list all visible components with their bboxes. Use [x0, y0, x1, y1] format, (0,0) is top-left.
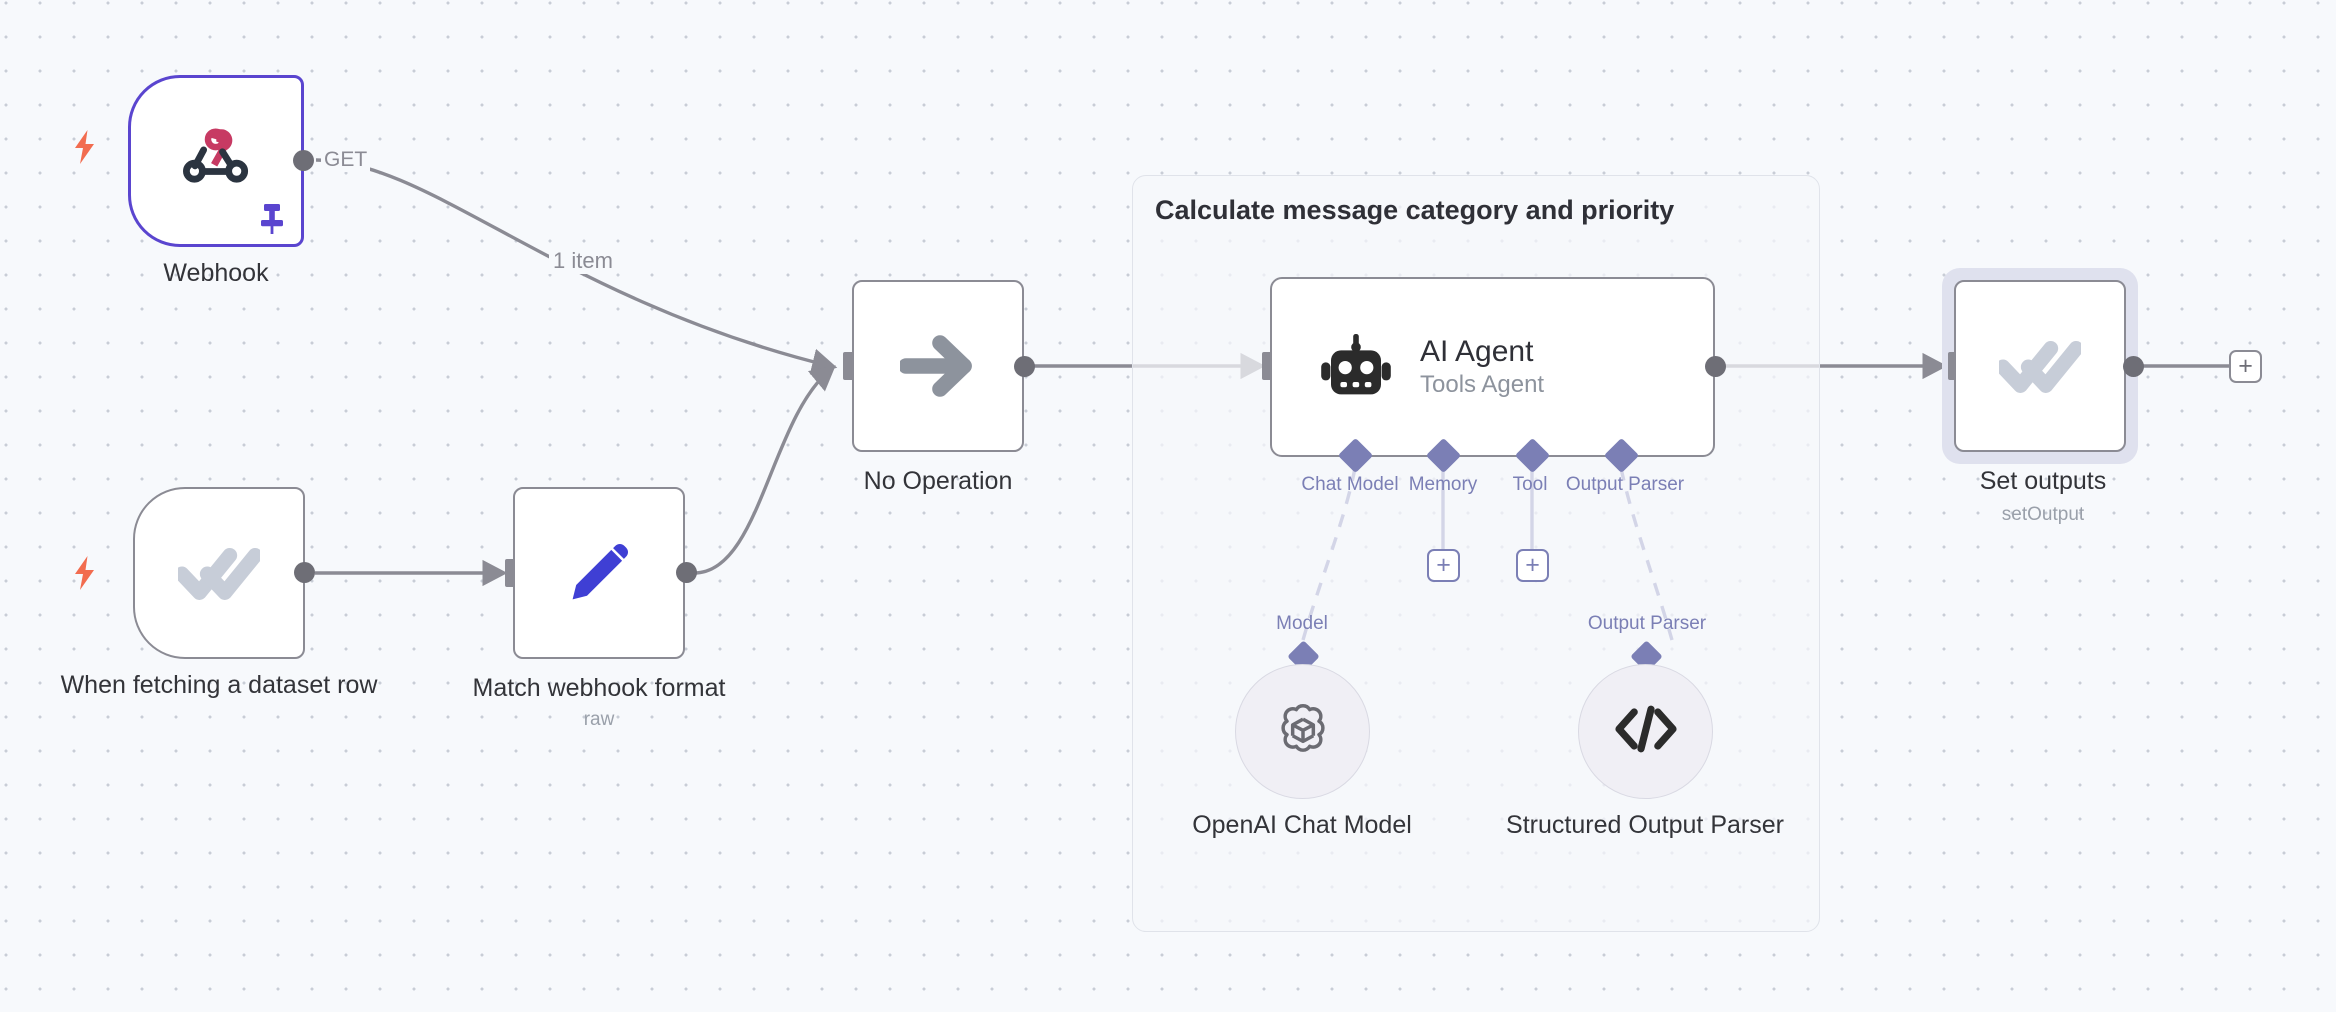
match-webhook-output-port[interactable] — [676, 562, 697, 583]
node-label-structured-output-parser: Structured Output Parser — [1506, 811, 1784, 839]
sub-connection-label-output-parser: Output Parser — [1587, 613, 1707, 634]
robot-icon — [1320, 334, 1392, 400]
webhook-output-port[interactable] — [293, 150, 314, 171]
node-sublabel-ai-agent: Tools Agent — [1420, 371, 1545, 398]
add-node-button[interactable]: + — [2229, 350, 2262, 383]
node-label-set-outputs: Set outputs — [1979, 467, 2107, 495]
sub-connection-label-model: Model — [1276, 613, 1328, 634]
ai-agent-input-port[interactable] — [1262, 352, 1273, 380]
group-title: Calculate message category and priority — [1155, 195, 1675, 225]
node-no-operation[interactable] — [852, 280, 1024, 452]
webhook-output-label: GET — [321, 148, 371, 172]
code-brackets-icon — [1614, 704, 1677, 759]
node-label-openai-chat-model: OpenAI Chat Model — [1192, 811, 1412, 839]
match-webhook-input-port[interactable] — [505, 559, 516, 587]
agent-port-label-memory: Memory — [1408, 474, 1478, 495]
node-ai-agent[interactable]: AI Agent Tools Agent — [1270, 277, 1715, 457]
agent-port-label-chat-model: Chat Model — [1301, 474, 1399, 495]
node-set-outputs[interactable] — [1954, 280, 2126, 452]
node-label-ai-agent: AI Agent — [1420, 335, 1534, 368]
set-outputs-input-port[interactable] — [1948, 352, 1959, 380]
add-memory-button[interactable]: + — [1427, 549, 1460, 582]
pin-icon[interactable] — [259, 204, 285, 234]
node-sublabel-set-outputs: setOutput — [2001, 504, 2085, 525]
add-tool-button[interactable]: + — [1516, 549, 1549, 582]
node-when-fetching-dataset-row[interactable] — [133, 487, 305, 659]
double-check-icon — [135, 489, 303, 657]
ai-agent-output-port[interactable] — [1705, 356, 1726, 377]
node-label-webhook: Webhook — [163, 259, 269, 287]
node-label-match-webhook-format: Match webhook format — [472, 674, 726, 702]
arrow-right-icon — [854, 282, 1022, 450]
node-match-webhook-format[interactable] — [513, 487, 685, 659]
no-operation-input-port[interactable] — [843, 352, 854, 380]
trigger-bolt-icon-2 — [73, 556, 97, 590]
double-check-icon-2 — [1956, 282, 2124, 450]
set-outputs-output-port[interactable] — [2123, 356, 2144, 377]
node-structured-output-parser[interactable] — [1578, 664, 1713, 799]
pencil-icon — [515, 489, 683, 657]
connection-label-1-item: 1 item — [549, 248, 617, 274]
when-fetching-output-port[interactable] — [294, 562, 315, 583]
node-openai-chat-model[interactable] — [1235, 664, 1370, 799]
trigger-bolt-icon — [73, 130, 97, 164]
node-sublabel-match-webhook-format: raw — [583, 709, 615, 730]
node-label-when-fetching-dataset-row: When fetching a dataset row — [60, 671, 378, 699]
no-operation-output-port[interactable] — [1014, 356, 1035, 377]
agent-port-label-tool: Tool — [1512, 474, 1548, 495]
openai-icon — [1272, 698, 1334, 765]
node-webhook[interactable] — [128, 75, 304, 247]
node-label-no-operation: No Operation — [863, 467, 1013, 495]
webhook-icon — [131, 78, 301, 244]
agent-port-label-output-parser: Output Parser — [1565, 474, 1685, 495]
